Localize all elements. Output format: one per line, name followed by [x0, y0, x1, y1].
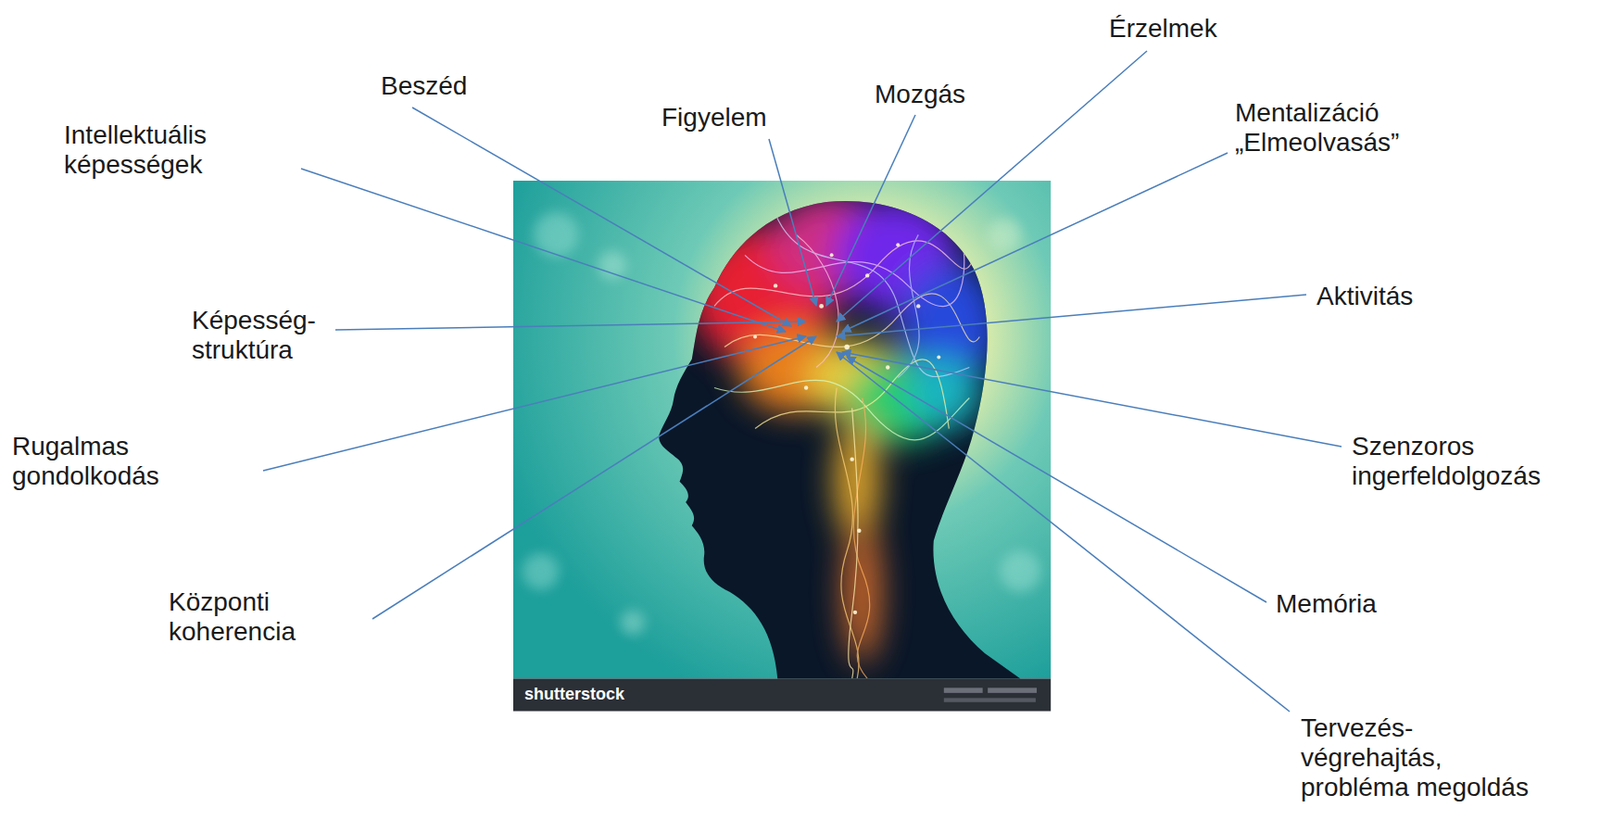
leader-line	[412, 107, 792, 327]
label-text: Beszéd	[380, 71, 467, 101]
label-text: Központi koherencia	[168, 587, 296, 647]
leader-line	[846, 356, 1267, 603]
label-text: Mozgás	[874, 79, 966, 110]
leader-line	[372, 336, 817, 619]
watermark-text: shutterstock	[524, 684, 625, 706]
label-text: Figyelem	[661, 102, 768, 133]
neural-threads	[714, 214, 980, 679]
label-text: Rugalmas gondolkodás	[12, 431, 160, 492]
leader-line	[836, 352, 1290, 712]
leader-line	[826, 114, 916, 306]
label-text: Érzelmek	[1108, 13, 1218, 44]
leader-line	[842, 152, 1228, 332]
label-text: Mentalizáció „Elmeolvasás”	[1234, 98, 1399, 158]
image-id-mark	[987, 687, 1037, 693]
leader-line	[836, 294, 1307, 337]
image-id-mark	[944, 697, 1036, 702]
leader-line	[842, 352, 1342, 447]
label-text: Tervezés- végrehajtás, probléma megoldás	[1300, 713, 1544, 804]
leader-line	[836, 50, 1147, 322]
label-text: Aktivitás	[1316, 281, 1413, 312]
leader-line	[768, 138, 817, 306]
leader-line	[335, 321, 807, 330]
label-text: Szenzoros ingerfeldolgozás	[1351, 431, 1541, 492]
label-text: Memória	[1275, 589, 1377, 619]
label-text: Képesség- struktúra	[191, 305, 316, 366]
leader-line	[301, 168, 786, 332]
watermark-bar	[513, 678, 1051, 711]
image-id-mark	[944, 687, 983, 693]
label-text: Intellektuális képességek	[63, 120, 207, 180]
leader-line	[263, 336, 807, 471]
